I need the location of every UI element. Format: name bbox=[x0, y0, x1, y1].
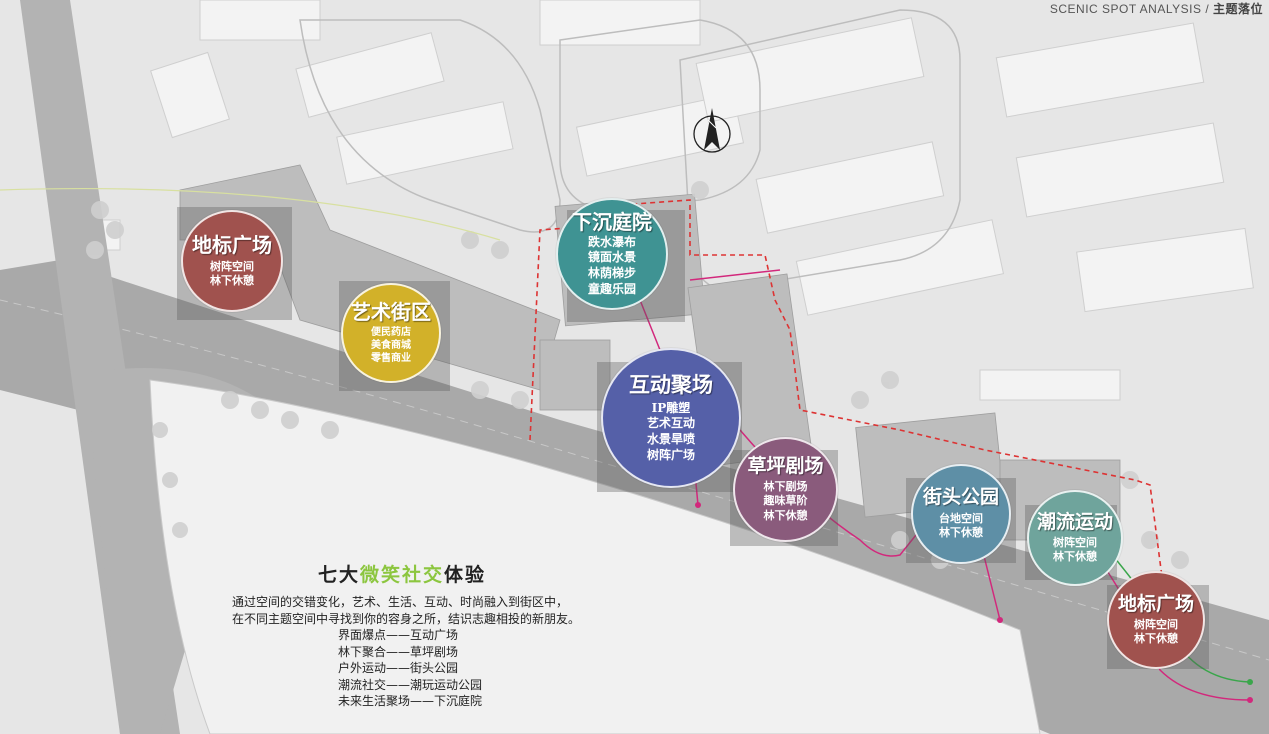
spot-feature: 艺术互动 bbox=[646, 416, 695, 431]
spot-street-park[interactable]: 街头公园 台地空间 林下休憩 bbox=[911, 464, 1011, 564]
pair-line: 未来生活聚场——下沉庭院 bbox=[338, 694, 483, 708]
intro-line: 在不同主题空间中寻找到你的容身之所，结识志趣相投的新朋友。 bbox=[232, 611, 581, 626]
spot-feature: 林下休憩 bbox=[763, 508, 808, 522]
north-arrow-icon bbox=[693, 108, 731, 153]
spot-feature: 林下休憩 bbox=[1053, 549, 1097, 563]
spot-title: 街头公园 bbox=[922, 486, 999, 509]
spot-feature: 树阵空间 bbox=[210, 259, 254, 273]
experience-description: 通过空间的交错变化，艺术、生活、互动、时尚融入到街区中， 在不同主题空间中寻找到… bbox=[232, 594, 580, 710]
spot-feature: 林下剧场 bbox=[763, 480, 808, 493]
spot-feature: 树阵空间 bbox=[1134, 617, 1178, 631]
spot-trend-sports[interactable]: 潮流运动 树阵空间 林下休憩 bbox=[1027, 490, 1123, 586]
spot-lawn-theater[interactable]: 草坪剧场 林下剧场 趣味草阶 林下休憩 bbox=[733, 437, 838, 542]
residential-blocks bbox=[79, 0, 1254, 401]
experience-title-highlight: 微笑社交 bbox=[360, 564, 445, 586]
intro-line: 通过空间的交错变化，艺术、生活、互动、时尚融入到街区中， bbox=[232, 595, 569, 609]
spot-feature: 林下休憩 bbox=[210, 274, 254, 287]
spot-feature: 林下休憩 bbox=[1134, 631, 1178, 645]
spot-feature: 便民药店 bbox=[371, 327, 411, 338]
spot-feature: 树阵空间 bbox=[1053, 535, 1097, 549]
header-en: SCENIC SPOT ANALYSIS / bbox=[1049, 2, 1213, 16]
pair-line: 林下聚合——草坪剧场 bbox=[338, 644, 459, 659]
spot-interactive-plaza[interactable]: 互动聚场 IP雕塑 艺术互动 水景旱喷 树阵广场 bbox=[601, 348, 741, 488]
spot-title: 地标广场 bbox=[192, 232, 272, 257]
route-line bbox=[0, 187, 501, 241]
spot-art-block[interactable]: 艺术街区 便民药店 美食商城 零售商业 bbox=[341, 283, 441, 383]
pair-line: 潮流社交——潮玩运动公园 bbox=[338, 677, 483, 692]
spot-title: 艺术街区 bbox=[351, 300, 431, 324]
spot-feature: 水景旱喷 bbox=[646, 432, 695, 447]
spot-sunken-courtyard[interactable]: 下沉庭院 跌水瀑布 镜面水景 林荫梯步 童趣乐园 bbox=[556, 198, 668, 310]
spot-title: 互动聚场 bbox=[629, 371, 713, 397]
experience-title: 七大微笑社交体验 bbox=[318, 560, 486, 587]
spot-title: 地标广场 bbox=[1117, 592, 1194, 615]
pair-line: 户外运动——街头公园 bbox=[338, 661, 459, 675]
header-zh: 主题落位 bbox=[1212, 2, 1263, 16]
spot-feature: 美食商城 bbox=[371, 340, 411, 351]
spot-feature: 镜面水景 bbox=[587, 250, 636, 265]
spot-feature: IP雕塑 bbox=[651, 400, 691, 415]
experience-title-pre: 七大 bbox=[318, 564, 361, 586]
pair-line: 界面爆点——互动广场 bbox=[338, 628, 459, 642]
spot-title: 下沉庭院 bbox=[572, 209, 652, 234]
spot-feature: 跌水瀑布 bbox=[587, 234, 636, 249]
page-header: SCENIC SPOT ANALYSIS / 主题落位 bbox=[1050, 0, 1263, 17]
spot-feature: 台地空间 bbox=[939, 512, 983, 526]
spot-feature: 零售商业 bbox=[371, 353, 411, 364]
spot-landmark-plaza-east[interactable]: 地标广场 树阵空间 林下休憩 bbox=[1107, 571, 1205, 669]
spot-feature: 树阵广场 bbox=[646, 447, 695, 462]
spot-feature: 林下休憩 bbox=[939, 526, 983, 540]
spot-landmark-plaza-west[interactable]: 地标广场 树阵空间 林下休憩 bbox=[181, 210, 283, 312]
spot-feature: 林荫梯步 bbox=[587, 266, 636, 280]
tree-canopy bbox=[86, 181, 1189, 569]
spot-feature: 童趣乐园 bbox=[587, 281, 636, 296]
spot-feature: 趣味草阶 bbox=[763, 494, 808, 508]
experience-title-post: 体验 bbox=[444, 564, 487, 586]
spot-title: 草坪剧场 bbox=[747, 455, 824, 478]
spot-title: 潮流运动 bbox=[1036, 510, 1113, 533]
